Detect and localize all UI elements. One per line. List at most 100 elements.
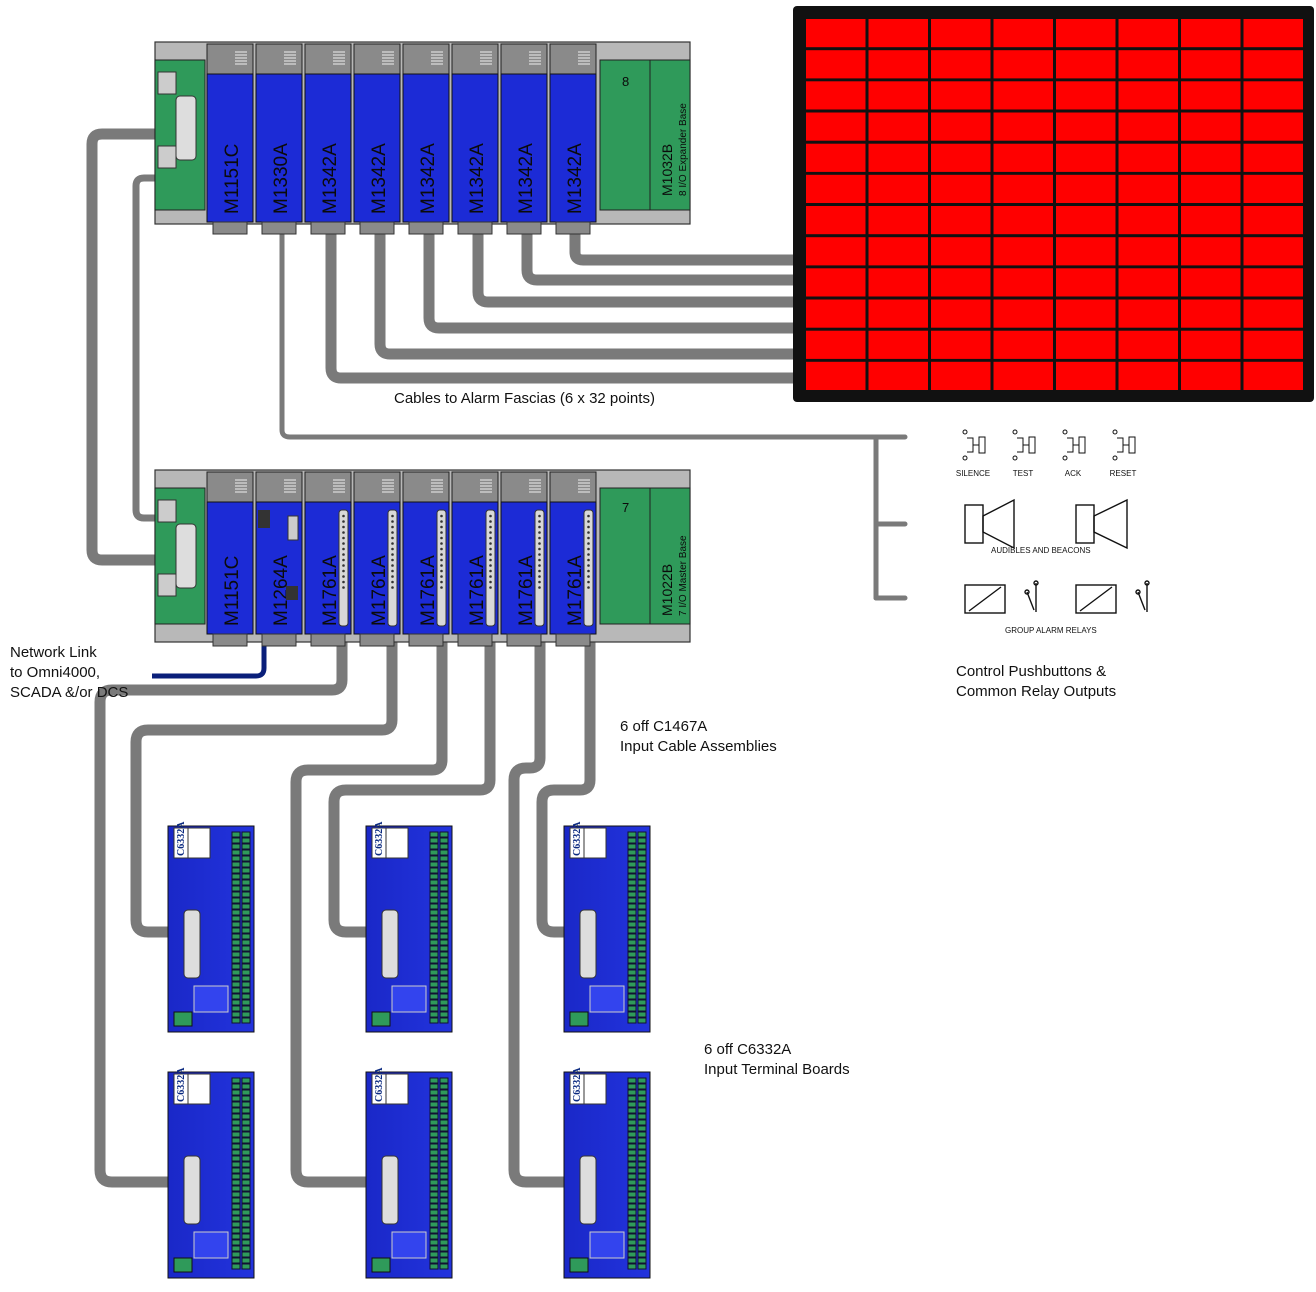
pushbutton-silence: SILENCE (956, 429, 990, 478)
module-label: M1342A (418, 143, 439, 214)
alarm-window (993, 112, 1053, 141)
power-terminal (173, 1011, 193, 1027)
alarm-window (1243, 330, 1303, 359)
alarm-window (993, 143, 1053, 172)
board-model-label: C6332A (374, 1067, 385, 1102)
module-header (304, 43, 352, 75)
alarm-window (993, 206, 1053, 235)
module-label: M1264A (271, 555, 292, 626)
board-legend (391, 985, 427, 1013)
alarm-window (931, 19, 991, 48)
alarm-window (1056, 143, 1116, 172)
audibles-label: AUDIBLES AND BEACONS (991, 546, 1091, 555)
alarm-window (1118, 174, 1178, 203)
relays-label: GROUP ALARM RELAYS (1005, 626, 1097, 635)
alarm-window (868, 330, 928, 359)
module-label: M1330A (271, 143, 292, 214)
alarm-window (806, 299, 866, 328)
alarm-window (1181, 206, 1241, 235)
alarm-window (993, 50, 1053, 79)
alarm-window (1056, 361, 1116, 390)
module-header (304, 471, 352, 503)
alarm-window (1243, 206, 1303, 235)
fascia-cable-6 (325, 224, 801, 384)
alarm-window (868, 112, 928, 141)
alarm-window (1181, 361, 1241, 390)
comms-cable-main (86, 128, 178, 566)
module-foot (212, 221, 248, 235)
slot-number: 8 (622, 74, 629, 89)
alarm-window (931, 112, 991, 141)
alarm-window (1118, 112, 1178, 141)
io-module: M1264A (255, 471, 303, 647)
module-header (500, 471, 548, 503)
alarm-window (868, 19, 928, 48)
board-label-plate (187, 827, 211, 859)
alarm-window (993, 268, 1053, 297)
terminal-boards-label-line1: 6 off C6332A (704, 1041, 791, 1058)
module-foot (310, 633, 346, 647)
control-outputs-label-line1: Control Pushbuttons & (956, 663, 1106, 680)
module-header (353, 43, 401, 75)
input-cable-4 (290, 534, 448, 1188)
module-header (451, 471, 499, 503)
alarm-window (1056, 81, 1116, 110)
module-header (402, 43, 450, 75)
network-link-label-line3: SCADA &/or DCS (10, 684, 128, 701)
module-header (500, 43, 548, 75)
alarm-window (931, 50, 991, 79)
alarm-window (931, 81, 991, 110)
power-terminal (371, 1011, 391, 1027)
io-module: M1151C (206, 43, 254, 235)
module-label: M1342A (467, 143, 488, 214)
alarm-window (993, 81, 1053, 110)
alarm-window (1056, 19, 1116, 48)
board-label-plate (385, 827, 409, 859)
io-module: M1761A (549, 471, 597, 647)
terminal-board: C6332A (167, 821, 255, 1033)
alarm-window (1118, 299, 1178, 328)
base-description: 8 I/O Expander Base (678, 103, 689, 196)
alarm-window (806, 174, 866, 203)
comms-cable-secondary (132, 174, 162, 522)
pushbutton-test: TEST (1012, 429, 1036, 478)
alarm-fascia (793, 6, 1314, 402)
alarm-window (806, 361, 866, 390)
rack-base-panel (599, 59, 691, 211)
module-label: M1761A (565, 555, 586, 626)
alarm-window (1056, 237, 1116, 266)
module-body (549, 73, 597, 223)
io-module: M1342A (451, 43, 499, 235)
io-module: M1342A (549, 43, 597, 235)
audibles-group: AUDIBLES AND BEACONS (964, 498, 1128, 555)
power-terminal (173, 1257, 193, 1273)
alarm-window (806, 268, 866, 297)
module-foot (359, 221, 395, 235)
board-legend (589, 985, 625, 1013)
fascia-cable-5 (374, 224, 801, 360)
board-legend (391, 1231, 427, 1259)
io-module: M1342A (402, 43, 450, 235)
io-module: M1761A (304, 471, 352, 647)
alarm-window (868, 361, 928, 390)
module-label: M1342A (565, 143, 586, 214)
module-header (255, 43, 303, 75)
io-module: M1342A (500, 43, 548, 235)
alarm-window (1243, 268, 1303, 297)
alarm-window (931, 361, 991, 390)
alarm-window (931, 174, 991, 203)
board-legend (589, 1231, 625, 1259)
io-module: M1761A (451, 471, 499, 647)
alarm-window (931, 237, 991, 266)
alarm-window (1056, 50, 1116, 79)
module-label: M1342A (320, 143, 341, 214)
module-foot (212, 633, 248, 647)
module-label: M1761A (320, 555, 341, 626)
d-connector (485, 509, 496, 627)
board-label-plate (385, 1073, 409, 1105)
module-label: M1761A (516, 555, 537, 626)
rack-modules: M1151C M1330A M1342A M1342A M1342A M1342A M134… (157, 43, 597, 235)
module-label: M1761A (467, 555, 488, 626)
